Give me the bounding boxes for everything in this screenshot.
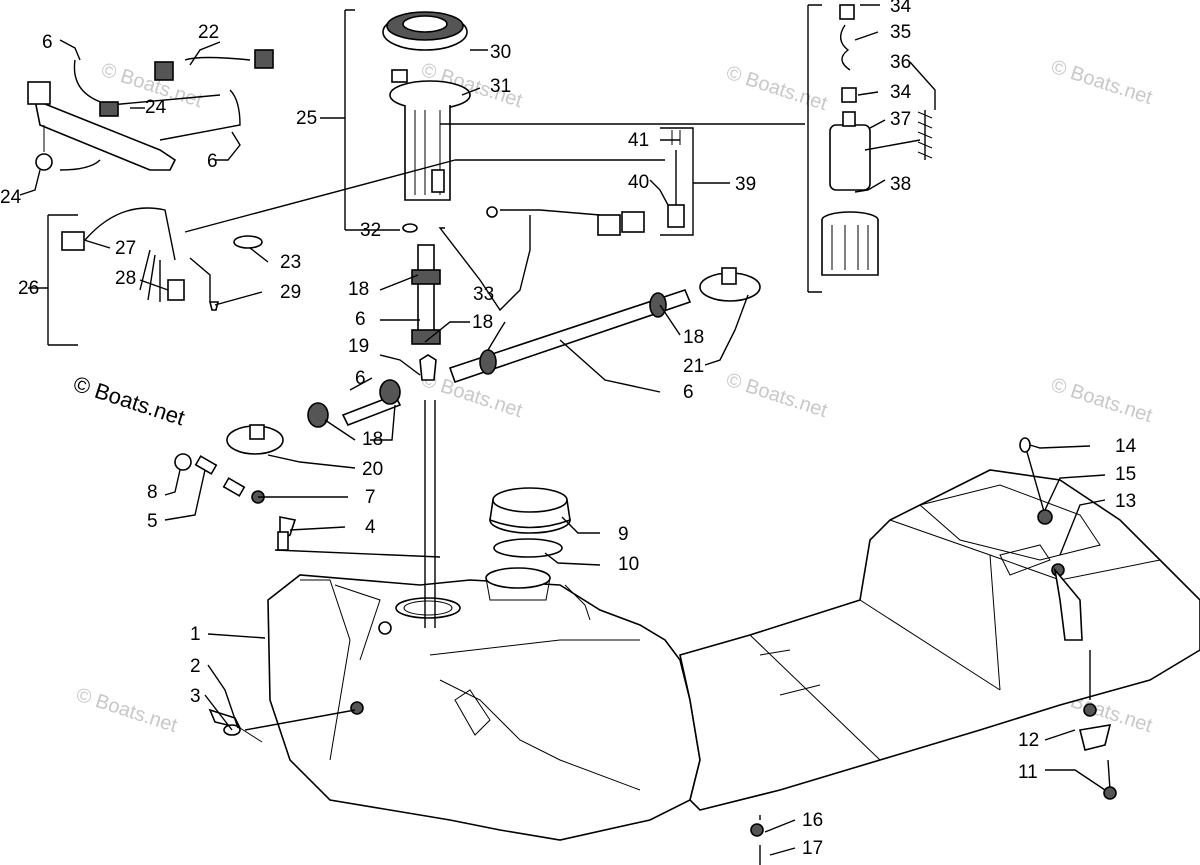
label-18: 18: [472, 312, 493, 333]
wiring-harness: [61, 207, 263, 311]
label-1: 1: [190, 624, 201, 645]
label-40: 40: [628, 172, 649, 193]
label-19: 19: [348, 336, 369, 357]
label-23: 23: [280, 252, 301, 273]
level-sender: [486, 130, 685, 236]
label-28: 28: [115, 268, 136, 289]
label-15: 15: [1115, 464, 1136, 485]
label-24: 24: [0, 187, 22, 208]
label-41: 41: [628, 130, 649, 151]
fuel-tank: [267, 567, 701, 841]
label-18: 18: [683, 327, 704, 348]
pump-internals: [821, 4, 933, 276]
mount-hardware: [750, 437, 1117, 865]
label-11: 11: [1018, 762, 1038, 783]
label-20: 20: [362, 459, 383, 480]
label-16: 16: [802, 810, 823, 831]
label-6: 6: [42, 32, 53, 53]
callout-lines: [19, 4, 1106, 856]
label-26: 26: [18, 278, 39, 299]
label-4: 4: [365, 517, 376, 538]
label-2: 2: [190, 656, 201, 677]
part-labels: 1 2 3 4 5 6 6 6 6 6 7 8 9 10 11 12 13 14…: [0, 0, 1137, 859]
label-6: 6: [207, 151, 218, 172]
label-38: 38: [890, 174, 911, 195]
label-18: 18: [362, 429, 383, 450]
vertical-fuel-line: [411, 244, 441, 381]
vent-line-assembly: [27, 49, 274, 171]
seat-base-tray: [679, 469, 1200, 811]
label-30: 30: [490, 42, 511, 63]
drain-fittings: [208, 708, 263, 743]
label-29: 29: [280, 282, 301, 303]
fuel-cap: [489, 487, 571, 558]
label-6: 6: [683, 382, 694, 403]
label-32: 32: [360, 220, 381, 241]
label-25: 25: [296, 108, 317, 129]
label-14: 14: [1115, 436, 1137, 457]
label-22: 22: [198, 22, 219, 43]
label-9: 9: [618, 524, 629, 545]
label-10: 10: [618, 554, 639, 575]
label-6: 6: [355, 368, 366, 389]
watermark: © Boats.net: [1048, 56, 1155, 109]
label-27: 27: [115, 238, 136, 259]
watermark: © Boats.net: [723, 62, 830, 115]
label-7: 7: [365, 487, 376, 508]
label-12: 12: [1018, 730, 1039, 751]
watermark: © Boats.net: [1048, 374, 1155, 427]
label-34: 34: [890, 0, 912, 17]
label-33: 33: [473, 284, 494, 305]
label-37: 37: [890, 109, 911, 130]
fuel-pump-assembly: [382, 11, 471, 233]
watermark: © Boats.net: [723, 369, 830, 422]
label-34: 34: [890, 82, 912, 103]
label-18: 18: [348, 279, 369, 300]
label-17: 17: [802, 838, 823, 859]
label-6: 6: [355, 309, 366, 330]
fuel-fittings: [174, 453, 297, 551]
label-3: 3: [190, 686, 201, 707]
label-5: 5: [147, 511, 158, 532]
horizontal-fuel-line: [226, 267, 761, 455]
label-39: 39: [735, 174, 756, 195]
label-31: 31: [490, 76, 511, 97]
label-35: 35: [890, 22, 911, 43]
label-21: 21: [683, 356, 704, 377]
label-13: 13: [1115, 491, 1136, 512]
watermark-main: © Boats.net: [70, 371, 187, 430]
label-8: 8: [147, 482, 158, 503]
label-36: 36: [890, 52, 911, 73]
watermark: © Boats.net: [73, 684, 180, 737]
label-24: 24: [145, 97, 167, 118]
